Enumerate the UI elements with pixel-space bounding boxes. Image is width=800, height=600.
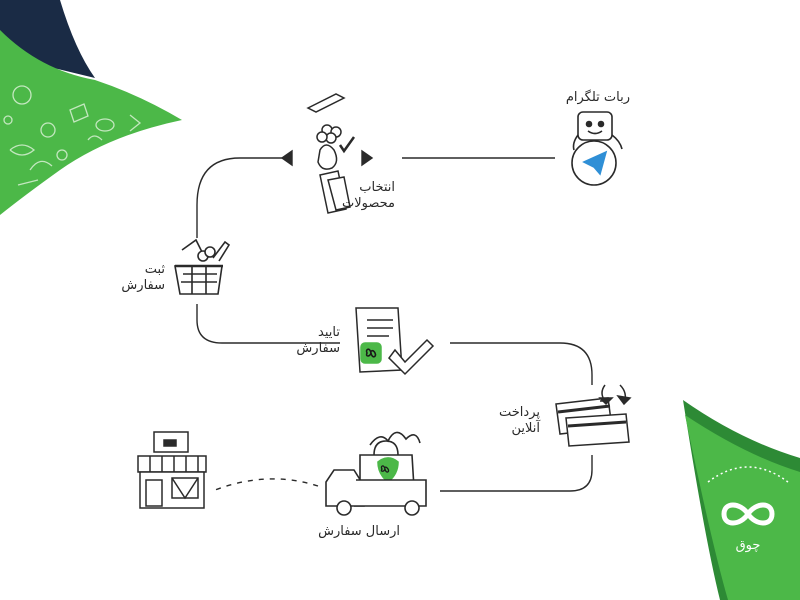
infinity-logo-icon — [721, 502, 775, 526]
confirm-order-label: تایید سفارش — [296, 325, 340, 356]
product-selection-icon — [306, 93, 356, 214]
brand-name: چوق — [735, 538, 761, 553]
register-order-label: ثبت سفارش — [121, 262, 165, 293]
top-left-corner-decoration — [0, 0, 182, 215]
online-payment-label: پرداخت آنلاین — [499, 405, 540, 436]
flow-connectors — [196, 149, 593, 492]
telegram-bot-label: ربات تلگرام — [565, 90, 630, 105]
shopping-basket-icon — [174, 238, 231, 295]
storefront-icon — [137, 431, 207, 509]
delivery-truck-icon — [325, 431, 427, 516]
connector-select-to-register — [196, 157, 282, 238]
bottom-right-brand-ribbon — [683, 400, 800, 600]
select-products-label: انتخاب محصولات — [342, 180, 395, 211]
payment-cards-icon — [555, 384, 632, 447]
connector-delivery-to-store — [214, 478, 319, 491]
connector-register-to-confirm — [196, 304, 340, 344]
connector-confirm-to-payment — [450, 342, 593, 385]
send-order-label: ارسال سفارش — [318, 524, 400, 539]
telegram-robot-icon — [571, 111, 623, 186]
connector-payment-to-delivery — [440, 455, 593, 492]
order-receipt-icon — [355, 307, 435, 376]
